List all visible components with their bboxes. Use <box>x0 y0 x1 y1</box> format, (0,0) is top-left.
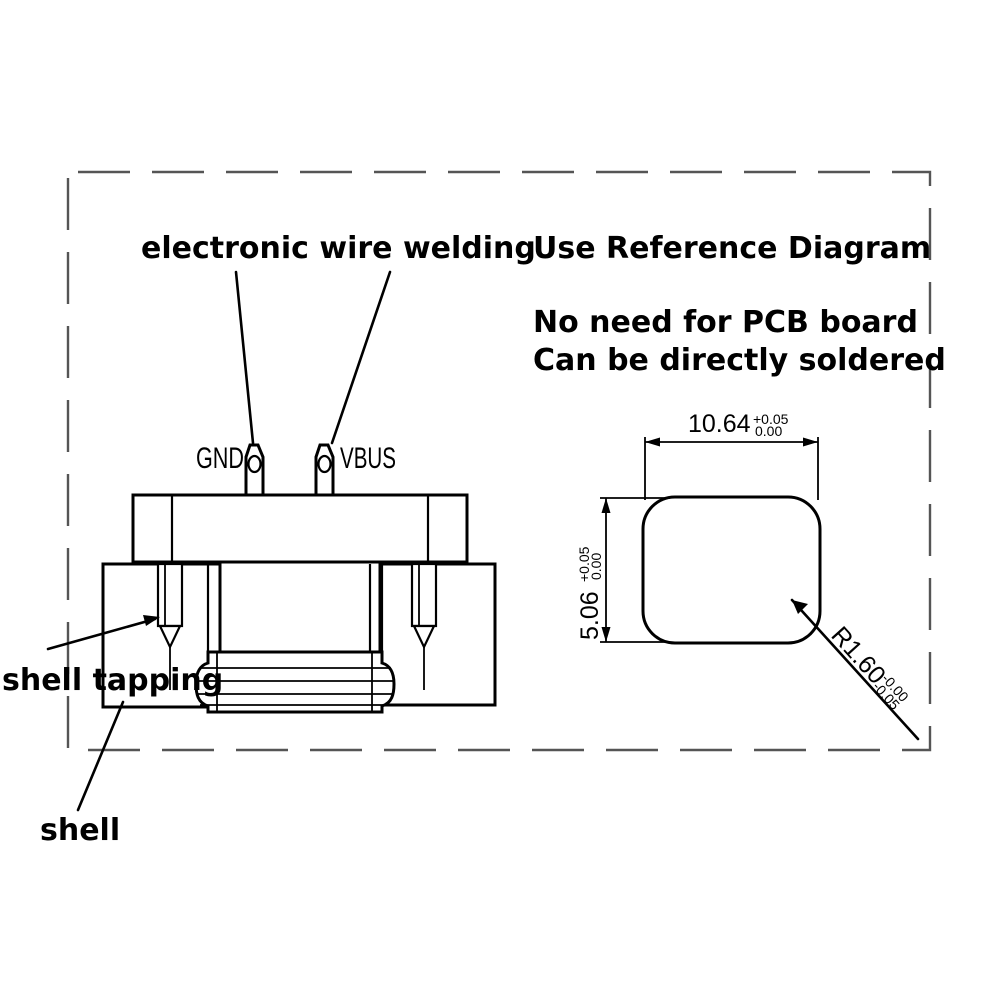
height-nominal: 5.06 <box>576 591 604 640</box>
wire-welding-leaders <box>234 270 392 445</box>
height-upper-tolerance: +0.05 <box>576 546 592 582</box>
shell-label: shell <box>40 813 120 848</box>
connector-upper-body <box>131 493 469 564</box>
shell-tapping-pin-left <box>156 562 184 690</box>
usb-c-plug-ribbed-section <box>194 650 396 714</box>
reference-diagram-title: Use Reference Diagram <box>533 231 931 266</box>
radius-leader-line <box>790 598 920 741</box>
cross-section-outline <box>641 495 822 645</box>
shell-leader <box>76 700 125 812</box>
wire-welding-label: electronic wire welding <box>141 231 536 266</box>
dashed-frame <box>66 170 932 752</box>
width-lower-tolerance: 0.00 <box>755 423 782 439</box>
height-dimension-text: 5.06 +0.05 0.00 <box>576 546 604 640</box>
no-pcb-line-2: Can be directly soldered <box>533 343 946 378</box>
terminal-vbus <box>314 443 335 499</box>
connector-inner-walls <box>206 564 384 652</box>
width-nominal: 10.64 <box>688 410 751 438</box>
shell-tapping-label: shell tapping <box>2 663 223 698</box>
pin-label-gnd: GND <box>196 442 244 475</box>
height-dimension-lines <box>600 497 670 643</box>
width-dimension-text: 10.64 +0.05 0.00 <box>688 410 789 439</box>
radius-dimension-text: R1.60 -0.00 -0.05 <box>826 621 912 713</box>
no-pcb-line-1: No need for PCB board <box>533 305 918 340</box>
shell-tapping-pin-right <box>410 562 438 690</box>
shell-tapping-leader <box>46 615 160 651</box>
shell-block-right <box>378 562 497 707</box>
height-lower-tolerance: 0.00 <box>588 553 604 580</box>
width-upper-tolerance: +0.05 <box>753 411 789 427</box>
terminal-gnd <box>244 443 265 499</box>
width-dimension-lines <box>644 437 819 500</box>
pin-label-vbus: VBUS <box>340 442 396 475</box>
